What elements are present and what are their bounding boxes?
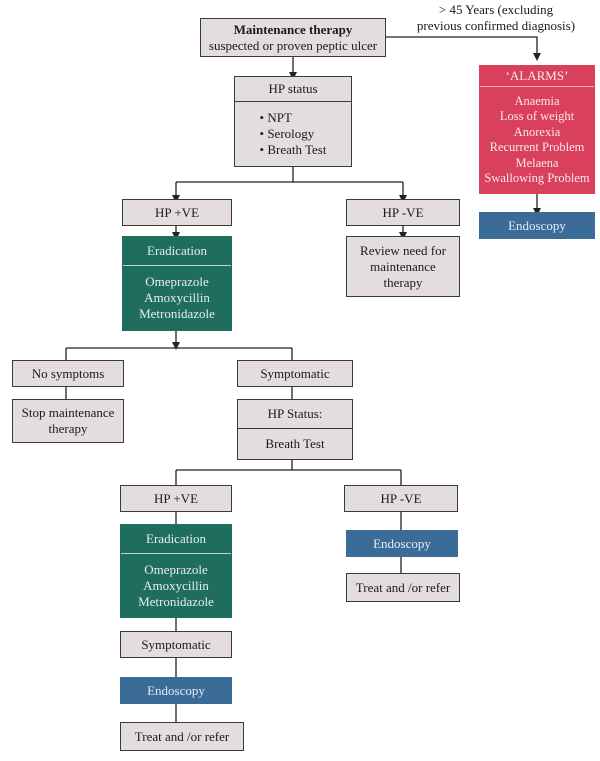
review-maintenance-box: Review need for maintenance therapy [346, 236, 460, 297]
hp-test-item: • Breath Test [259, 142, 327, 157]
hp-test-item: • NPT [259, 110, 292, 125]
alarms-endoscopy-label: Endoscopy [508, 217, 566, 233]
hp-status-2-test: Breath Test [265, 436, 325, 451]
hp-test-item: • Serology [259, 126, 315, 141]
hp-status-title: HP status [235, 77, 351, 102]
review-line: maintenance [370, 258, 436, 274]
endoscopy-box-right: Endoscopy [346, 530, 458, 557]
treat-refer-box-right: Treat and /or refer [346, 573, 460, 602]
endoscopy-label-right: Endoscopy [373, 535, 431, 551]
no-symptoms-label: No symptoms [31, 365, 105, 381]
age-criteria-note: > 45 Years (excluding previous confirmed… [398, 2, 594, 34]
hp-status-box: HP status • NPT • Serology • Breath Test [234, 76, 352, 167]
symptomatic-label-2: Symptomatic [141, 636, 211, 652]
alarm-item: Loss of weight [499, 109, 575, 123]
hp-status-2-title: HP Status: [238, 400, 352, 429]
drug-item: Omeprazole [144, 561, 208, 577]
treat-refer-label-left: Treat and /or refer [134, 728, 230, 744]
alarms-box: ‘ALARMS’ Anaemia Loss of weight Anorexia… [479, 65, 595, 194]
alarm-item: Anorexia [513, 124, 561, 139]
hp-positive-label-1: HP +VE [154, 204, 200, 220]
alarm-item: Recurrent Problem [489, 140, 585, 154]
root-title: Maintenance therapy [233, 21, 353, 37]
alarm-item: Melaena [515, 155, 559, 170]
maintenance-therapy-box: Maintenance therapy suspected or proven … [200, 18, 386, 57]
symptomatic-label-1: Symptomatic [260, 365, 330, 381]
treat-refer-label-right: Treat and /or refer [355, 579, 451, 595]
drug-item: Omeprazole [145, 274, 209, 289]
review-line: therapy [383, 274, 423, 290]
alarms-title: ‘ALARMS’ [480, 66, 594, 87]
arrow-root-to-alarms [386, 36, 541, 61]
age-note-line-1: > 45 Years (excluding [438, 2, 554, 17]
drug-item: Amoxycillin [144, 290, 210, 305]
hp-positive-label-2: HP +VE [153, 490, 199, 506]
hp-positive-box-1: HP +VE [122, 199, 232, 226]
root-subtitle: suspected or proven peptic ulcer [208, 37, 378, 53]
eradication-title-2: Eradication [121, 525, 231, 554]
alarm-item: Swallowing Problem [484, 171, 590, 185]
age-note-line-2: previous confirmed diagnosis) [416, 18, 576, 33]
symptomatic-box-1: Symptomatic [237, 360, 353, 387]
hp-negative-box-2: HP -VE [344, 485, 458, 512]
hp-positive-box-2: HP +VE [120, 485, 232, 512]
drug-item: Metronidazole [138, 593, 214, 609]
eradication-box-2: Eradication Omeprazole Amoxycillin Metro… [120, 524, 232, 618]
treat-refer-box-left: Treat and /or refer [120, 722, 244, 751]
eradication-box-1: Eradication Omeprazole Amoxycillin Metro… [122, 236, 232, 331]
endoscopy-box-left: Endoscopy [120, 677, 232, 704]
hp-negative-label-1: HP -VE [382, 204, 424, 220]
stop-line: therapy [48, 421, 88, 436]
alarms-endoscopy-box: Endoscopy [479, 212, 595, 239]
endoscopy-label-left: Endoscopy [147, 682, 205, 698]
no-symptoms-box: No symptoms [12, 360, 124, 387]
drug-item: Amoxycillin [143, 577, 209, 593]
review-line: Review need for [360, 242, 446, 258]
hp-negative-label-2: HP -VE [380, 490, 422, 506]
symptomatic-box-2: Symptomatic [120, 631, 232, 658]
stop-line: Stop maintenance [21, 405, 115, 420]
stop-maintenance-box: Stop maintenance therapy [12, 399, 124, 443]
hp-status-box-2: HP Status: Breath Test [237, 399, 353, 460]
drug-item: Metronidazole [139, 306, 215, 321]
alarm-item: Anaemia [514, 93, 560, 108]
eradication-title-1: Eradication [123, 237, 231, 266]
hp-negative-box-1: HP -VE [346, 199, 460, 226]
